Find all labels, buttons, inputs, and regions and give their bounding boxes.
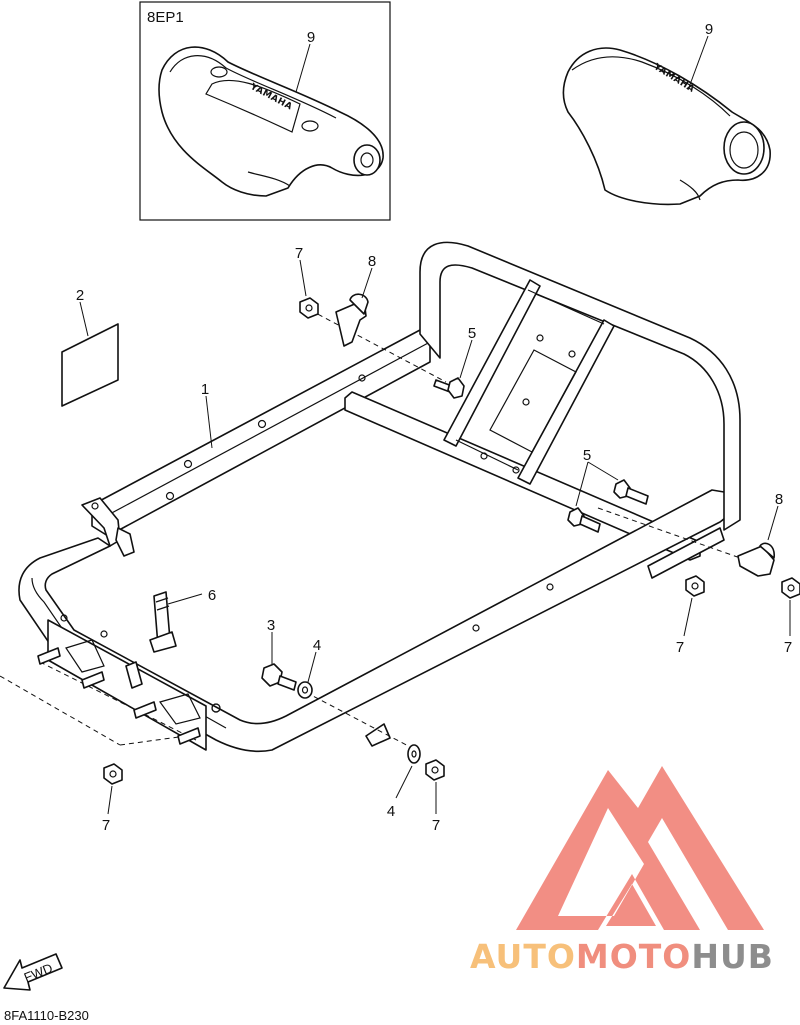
watermark-logo-icon	[516, 766, 764, 930]
carrier-frame	[18, 241, 741, 753]
handle-cover: YAMAHA	[562, 47, 771, 206]
callout-7-front-left: 7	[102, 817, 110, 834]
callout-1: 1	[201, 381, 209, 398]
watermark-part-moto: MOTO	[575, 937, 692, 976]
inset-box-label: 8EP1	[147, 9, 184, 26]
fwd-arrow-icon: FWD	[3, 953, 63, 991]
callout-7-right: 7	[784, 639, 792, 656]
bracket-8-right	[737, 542, 775, 577]
callout-6: 6	[208, 587, 216, 604]
bolt-5-right-b	[567, 507, 601, 533]
callout-3: 3	[267, 617, 275, 634]
callout-7-mid: 7	[676, 639, 684, 656]
nut-7-right	[781, 577, 800, 599]
fwd-label: FWD	[22, 960, 55, 985]
watermark-text: AUTOMOTOHUB	[470, 937, 774, 976]
callout-9: 9	[705, 21, 713, 38]
callout-4-bottom: 4	[387, 803, 395, 820]
washer-4-bottom	[407, 744, 421, 764]
drawing-code: 8FA1110-B230	[4, 1008, 89, 1023]
bolt-5-right-a	[613, 479, 649, 505]
callout-7-front-right: 7	[432, 817, 440, 834]
callout-5-right: 5	[583, 447, 591, 464]
bolt-5-top	[433, 377, 465, 399]
watermark-part-hub: HUB	[691, 937, 774, 976]
inset-box	[139, 1, 391, 221]
watermark-part-auto: AUTO	[470, 937, 576, 976]
handle-cover-8ep1: YAMAHA	[158, 46, 384, 197]
callout-5-top: 5	[468, 325, 476, 342]
callout-2: 2	[76, 287, 84, 304]
clip-6	[149, 591, 177, 653]
nut-7-front-right	[425, 759, 445, 781]
label-sheet	[61, 323, 119, 407]
washer-4-top	[297, 681, 313, 699]
bracket-8-top	[335, 293, 369, 347]
nut-7-top	[299, 297, 319, 319]
callout-8-top: 8	[368, 253, 376, 270]
nut-7-mid	[685, 575, 705, 597]
nut-7-front-left	[103, 763, 123, 785]
stud-bolts	[37, 647, 201, 745]
callout-7-top: 7	[295, 245, 303, 262]
callout-9-inset: 9	[307, 29, 315, 46]
callout-4-top: 4	[313, 637, 321, 654]
bolt-3	[261, 663, 297, 691]
callout-8-right: 8	[775, 491, 783, 508]
